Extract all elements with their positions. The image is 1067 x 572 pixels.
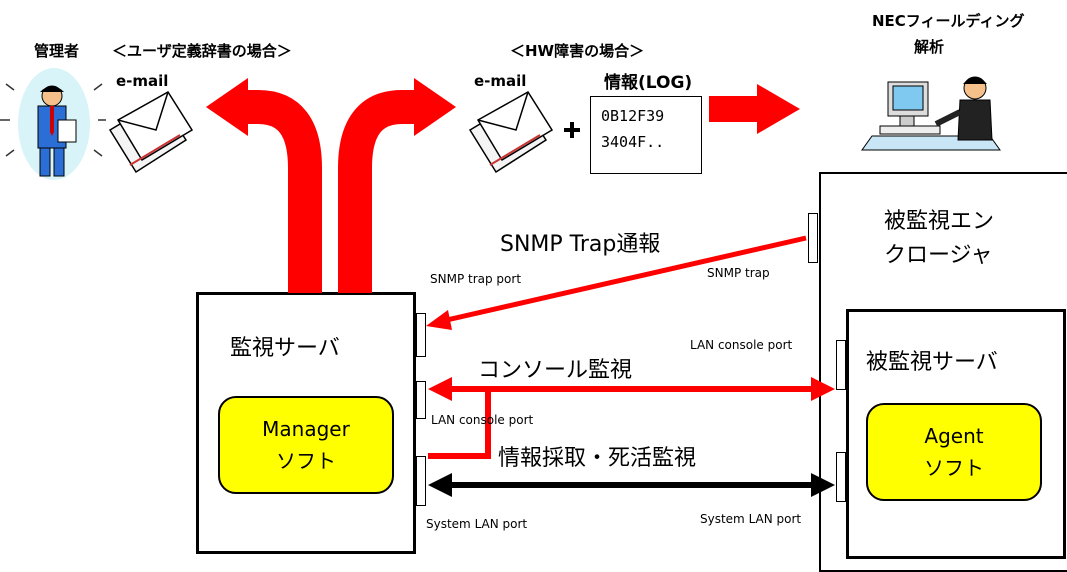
envelope-right-icon: [468, 90, 554, 174]
manager-server-title: 監視サーバ: [230, 336, 340, 361]
system-lan-port-manager-label: System LAN port: [426, 517, 528, 531]
arrow-to-nec: [709, 84, 800, 134]
snmp-trap-arrow: [426, 235, 807, 330]
system-lan-port-agent-label: System LAN port: [700, 512, 802, 526]
info-log-label: 情報(LOG): [604, 73, 693, 93]
snmp-trap-port-label: SNMP trap port: [430, 272, 522, 286]
agent-lan-console-port: [836, 340, 846, 390]
enclosure-title-line1: 被監視エン: [884, 209, 995, 234]
agent-software-line2: ソフト: [924, 456, 984, 480]
manager-software-line2: ソフト: [276, 449, 336, 473]
console-monitoring-arrow: [428, 377, 835, 459]
snmp-trap-label: SNMP trap: [707, 266, 770, 280]
agent-system-lan-port: [836, 452, 846, 502]
admin-label: 管理者: [34, 42, 80, 60]
email-envelope-icons: [108, 90, 554, 174]
system-lan-arrow: [428, 473, 835, 497]
user-dict-heading: ＜ユーザ定義辞書の場合＞: [112, 42, 292, 60]
nec-engineer-illustration: [861, 76, 1001, 151]
email-right-label: e-mail: [474, 72, 527, 90]
enclosure-snmp-trap-port: [808, 213, 818, 263]
administrator-illustration: [0, 68, 106, 180]
snmp-trap-notice-label: SNMP Trap通報: [500, 232, 661, 257]
log-box: 0B12F39 3404F..: [590, 96, 702, 174]
console-monitoring-label: コンソール監視: [478, 358, 633, 383]
manager-system-lan-port: [416, 456, 426, 506]
report-arrow-to-hw: [338, 78, 456, 293]
manager-software-line1: Manager: [262, 417, 350, 441]
diagram-arrows: [206, 78, 835, 497]
manager-snmp-trap-port: [416, 313, 426, 357]
agent-software-line1: Agent: [924, 424, 984, 448]
agent-server-title: 被監視サーバ: [866, 350, 998, 375]
hw-failure-heading: ＜HW障害の場合＞: [510, 42, 645, 60]
info-alive-monitoring-label: 情報採取・死活監視: [498, 446, 697, 471]
agent-software-box: Agent ソフト: [866, 403, 1042, 501]
report-arrow-to-admin: [206, 78, 322, 293]
email-left-label: e-mail: [116, 72, 169, 90]
nec-label-line1: NECフィールディング: [872, 12, 1025, 30]
lan-console-port-agent-label: LAN console port: [690, 338, 793, 352]
enclosure-title-line2: クロージャ: [884, 243, 993, 268]
log-line: 3404F..: [601, 133, 665, 151]
log-line: 0B12F39: [601, 107, 665, 125]
nec-label-line2: 解析: [914, 38, 945, 56]
plus-sign: [564, 122, 580, 138]
manager-software-box: Manager ソフト: [218, 396, 394, 494]
envelope-left-icon: [108, 90, 194, 174]
manager-lan-console-port: [416, 381, 426, 419]
lan-console-port-manager-label: LAN console port: [431, 413, 534, 427]
